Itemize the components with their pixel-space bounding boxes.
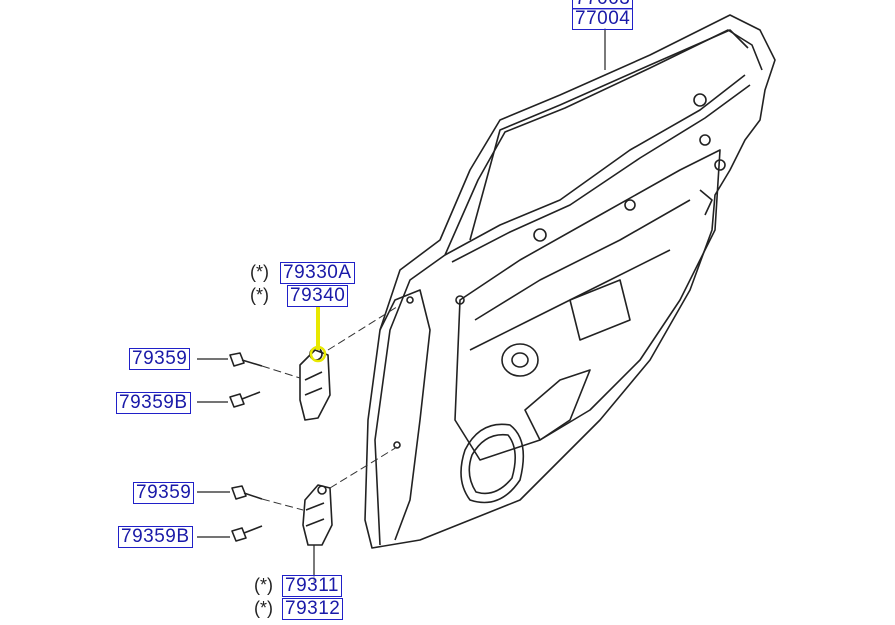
callout-79359b-upper[interactable]: 79359B xyxy=(116,392,191,414)
bolt-upper-b xyxy=(229,391,261,408)
bolt-lower-b xyxy=(231,525,263,542)
callout-79330a[interactable]: 79330A xyxy=(280,262,355,284)
callout-79312[interactable]: 79312 xyxy=(282,598,344,620)
marker-asterisk: (*) xyxy=(254,598,273,618)
lower-hinge xyxy=(302,484,333,546)
callout-79359-upper[interactable]: 79359 xyxy=(129,348,191,370)
marker-asterisk: (*) xyxy=(250,285,269,305)
callout-79359-lower[interactable]: 79359 xyxy=(133,482,195,504)
door-outline xyxy=(364,14,776,549)
upper-hinge xyxy=(299,349,331,421)
callout-79359b-lower[interactable]: 79359B xyxy=(118,526,193,548)
marker-asterisk: (*) xyxy=(250,262,269,282)
callout-79311[interactable]: 79311 xyxy=(282,575,342,597)
callout-77004[interactable]: 77004 xyxy=(572,8,634,30)
callout-79340[interactable]: 79340 xyxy=(287,285,349,307)
bolt-upper xyxy=(229,352,263,367)
bolt-lower xyxy=(231,485,263,500)
marker-asterisk: (*) xyxy=(254,575,273,595)
